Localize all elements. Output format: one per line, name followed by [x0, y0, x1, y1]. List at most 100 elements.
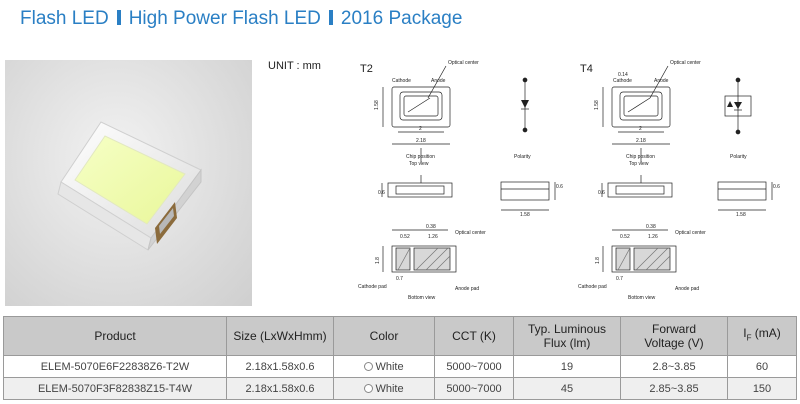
if-header-unit: (mA) [751, 326, 781, 341]
cell-size: 2.18x1.58x0.6 [226, 377, 334, 400]
if-header-symbol: I [743, 326, 747, 341]
page-title: Flash LED High Power Flash LED 2016 Packag… [20, 8, 462, 30]
title-part-2: High Power Flash LED [128, 8, 321, 29]
if-header-subscript: F [746, 333, 752, 343]
col-header-product: Product [3, 316, 227, 356]
t2-dim-inner: 2 [419, 126, 422, 132]
t2-bottom-optical-center: Optical center [455, 230, 486, 236]
t2-top-view-label: Top view [409, 161, 429, 167]
cell-size: 2.18x1.58x0.6 [226, 355, 334, 378]
t2-side-height-2: 0.6 [556, 184, 563, 190]
led-product-photo [5, 60, 252, 306]
t4-side-view-2 [717, 181, 767, 201]
cell-color-text: White [375, 382, 404, 395]
cell-color: White [333, 355, 435, 378]
t4-bottom-view-label: Bottom view [628, 295, 656, 301]
t4-dim-height: 1.58 [594, 100, 600, 110]
t4-side-height-2: 0.6 [773, 184, 780, 190]
t2-side-view-1 [387, 182, 453, 198]
white-color-circle-icon [364, 361, 374, 371]
t2-side-width: 1.58 [520, 212, 530, 218]
cell-cct: 5000~7000 [434, 377, 514, 400]
title-separator [328, 10, 333, 25]
t4-b-dim-3: 1.26 [648, 234, 658, 240]
t2-polarity-diode-icon [521, 100, 529, 108]
cell-product: ELEM-5070E6F22838Z6-T2W [3, 355, 227, 378]
title-separator [116, 10, 121, 25]
cell-product: ELEM-5070F3F82838Z15-T4W [3, 377, 227, 400]
flux-header-line-2: Flux (lm) [543, 336, 591, 350]
t4-dim-width: 2.18 [636, 138, 646, 144]
title-part-3: 2016 Package [340, 8, 463, 29]
t4-cathode-pad-shape [615, 247, 631, 271]
t2-chip-position-label: Chip position [406, 154, 435, 160]
table-header-row: Product Size (LxWxHmm) Color CCT (K) Typ… [3, 316, 797, 356]
t2-side-height: 0.6 [378, 190, 385, 196]
t4-chip-position-label: Chip position [626, 154, 655, 160]
t4-label: T4 [580, 63, 593, 75]
col-header-color: Color [333, 316, 435, 356]
t2-anode-pad-shape [413, 247, 451, 271]
t2-anode-label: Anode [431, 78, 446, 84]
t4-bottom-optical-center: Optical center [675, 230, 706, 236]
t4-b-dim-5: 0.7 [616, 276, 623, 282]
t2-b-dim-1: 0.38 [426, 224, 436, 230]
cell-color-text: White [375, 360, 404, 373]
white-color-circle-icon [364, 383, 374, 393]
t4-anode-pad-shape [633, 247, 671, 271]
t2-top-view-outline [391, 86, 451, 128]
t2-side-view-2 [500, 181, 550, 201]
cell-flux: 45 [513, 377, 621, 400]
vf-header-line-1: Forward [651, 322, 696, 336]
col-header-cct: CCT (K) [434, 316, 514, 356]
t4-side-view-1 [607, 182, 673, 198]
t2-bottom-view-outline [391, 245, 457, 273]
title-part-1: Flash LED [20, 8, 109, 29]
t4-side-width: 1.58 [736, 212, 746, 218]
t2-cathode-pad-shape [395, 247, 411, 271]
t2-cathode-label: Cathode [392, 78, 411, 84]
cell-if: 60 [727, 355, 797, 378]
t2-b-dim-2: 0.52 [400, 234, 410, 240]
t4-side-height: 0.6 [598, 190, 605, 196]
t4-top-view-outline [611, 86, 671, 128]
cell-vf: 2.85~3.85 [620, 377, 728, 400]
t2-label: T2 [360, 63, 373, 75]
t2-optical-center-label: Optical center [448, 60, 479, 66]
t4-polarity-label: Polarity [730, 154, 747, 160]
dimension-drawing-svg: T2 Optical center Cathode Anode 1.58 2 2… [358, 60, 780, 301]
t2-bottom-view-label: Bottom view [408, 295, 436, 301]
col-header-if: IF (mA) [727, 316, 797, 356]
t4-top-view-label: Top view [629, 161, 649, 167]
led-package-image [57, 121, 202, 251]
t2-dim-width: 2.18 [416, 138, 426, 144]
t4-anode-label: Anode [654, 78, 669, 84]
cell-color: White [333, 377, 435, 400]
cell-vf: 2.8~3.85 [620, 355, 728, 378]
t4-b-dim-1: 0.38 [646, 224, 656, 230]
cell-flux: 19 [513, 355, 621, 378]
t2-b-dim-5: 0.7 [396, 276, 403, 282]
flux-header-line-1: Typ. Luminous [527, 322, 607, 336]
t2-chip-area [399, 91, 443, 121]
t4-chip-area [619, 91, 663, 121]
unit-label: UNIT : mm [268, 60, 321, 72]
t4-optical-center-label: Optical center [670, 60, 701, 66]
table-row: ELEM-5070E6F22838Z6-T2W 2.18x1.58x0.6 Wh… [3, 355, 797, 378]
table-row: ELEM-5070F3F82838Z15-T4W 2.18x1.58x0.6 W… [3, 377, 797, 400]
cell-if: 150 [727, 377, 797, 400]
vf-header-line-2: Voltage (V) [644, 336, 704, 350]
product-spec-table: Product Size (LxWxHmm) Color CCT (K) Typ… [3, 316, 797, 400]
t2-dim-height: 1.58 [374, 100, 380, 110]
t4-polarity-zener-icon [727, 101, 733, 107]
t4-anode-pad-label: Anode pad [675, 286, 699, 292]
t4-cathode-pad-label: Cathode pad [578, 284, 607, 290]
t4-dim-inner: 2 [639, 126, 642, 132]
cell-cct: 5000~7000 [434, 355, 514, 378]
t4-polarity-diode-icon [734, 102, 742, 109]
t4-b-dim-4: 1.8 [595, 257, 601, 264]
t2-polarity-label: Polarity [514, 154, 531, 160]
col-header-size: Size (LxWxHmm) [226, 316, 334, 356]
